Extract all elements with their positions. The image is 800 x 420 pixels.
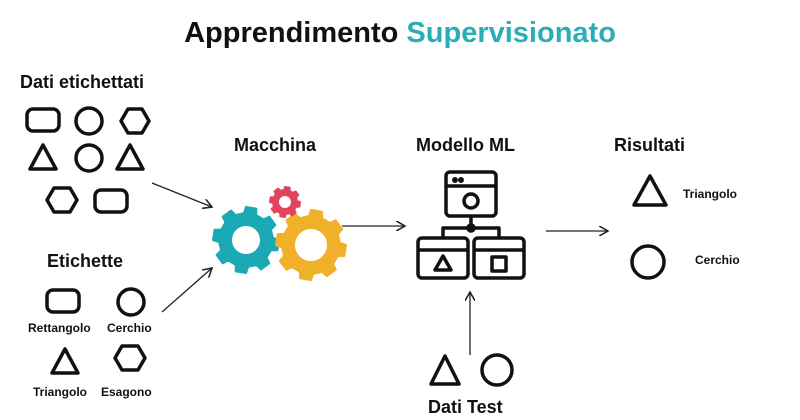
label-circle: Cerchio xyxy=(107,321,152,335)
circle-icon xyxy=(480,353,514,387)
machine-heading: Macchina xyxy=(234,135,317,155)
results-heading: Risultati xyxy=(614,135,685,155)
circle-icon xyxy=(74,143,104,173)
label-hexagon: Esagono xyxy=(101,385,152,399)
ml-model-icon xyxy=(416,170,526,280)
label-rectangle: Rettangolo xyxy=(28,321,91,335)
title-part2: Supervisionato xyxy=(406,17,616,49)
triangle-icon xyxy=(115,143,145,171)
triangle-icon xyxy=(632,174,668,207)
circle-icon xyxy=(74,106,104,136)
triangle-icon xyxy=(50,347,80,375)
arrow xyxy=(151,182,212,207)
hexagon-icon xyxy=(45,186,79,214)
gear-teal-icon xyxy=(212,206,280,274)
model-heading: Modello ML xyxy=(416,135,515,155)
gears-icon xyxy=(212,186,347,281)
label-triangle: Triangolo xyxy=(33,385,87,399)
gear-yellow-icon xyxy=(275,209,347,281)
rectangle-icon xyxy=(45,288,81,314)
labels-heading: Etichette xyxy=(47,251,123,271)
result-circle: Cerchio xyxy=(695,253,740,267)
triangle-icon xyxy=(28,143,58,171)
triangle-icon xyxy=(429,354,461,386)
gear-red-icon xyxy=(269,186,301,218)
result-triangle: Triangolo xyxy=(683,187,737,201)
arrow xyxy=(161,268,212,313)
title-part1: Apprendimento xyxy=(184,17,398,49)
labeled-data-shapes xyxy=(25,106,151,214)
hexagon-icon xyxy=(113,344,147,372)
page-title: Apprendimento Supervisionato xyxy=(184,17,616,49)
test-data-heading: Dati Test xyxy=(428,397,503,417)
labeled-data-heading: Dati etichettati xyxy=(20,72,144,92)
hexagon-icon xyxy=(119,107,151,135)
rectangle-icon xyxy=(93,188,129,214)
circle-icon xyxy=(630,244,666,280)
circle-icon xyxy=(116,287,146,317)
rectangle-icon xyxy=(25,107,61,133)
